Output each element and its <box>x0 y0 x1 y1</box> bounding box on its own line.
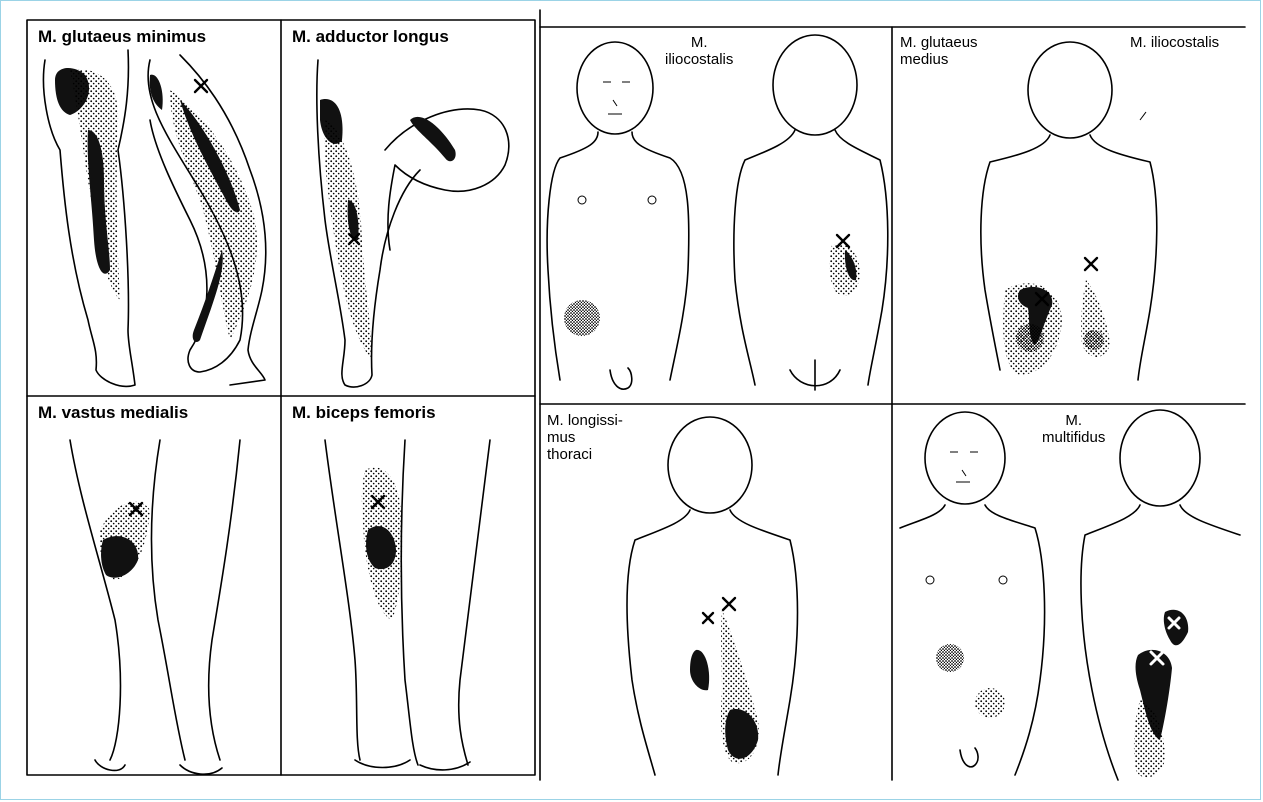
torso-front-outline <box>547 132 689 380</box>
pain-zone-stipple <box>324 120 372 360</box>
biceps-femoris-figure <box>325 440 490 770</box>
leg-outline <box>151 440 185 760</box>
iliocostalis-figure <box>547 35 888 390</box>
head-outline <box>577 42 653 134</box>
pain-zone-stipple <box>564 300 600 336</box>
genitals-outline <box>610 368 632 389</box>
trigger-point-x <box>703 613 713 623</box>
trigger-point-x <box>723 598 735 610</box>
pain-zone-stipple <box>1016 324 1044 352</box>
pain-zone-stipple <box>1084 330 1104 350</box>
pain-zone-dark <box>410 117 456 161</box>
label-biceps-femoris: M. biceps femoris <box>292 403 436 422</box>
head-outline <box>1120 410 1200 506</box>
trigger-point-x <box>1085 258 1097 270</box>
pain-zone-dark <box>193 250 223 342</box>
glutaeus-minimus-figure <box>43 50 265 386</box>
head-outline <box>1028 42 1112 138</box>
adductor-longus-figure <box>317 60 509 387</box>
longissimus-figure <box>627 417 797 775</box>
feet-outline <box>355 760 470 770</box>
pain-zone-stipple <box>170 90 257 340</box>
pain-zone-dark <box>1164 610 1188 646</box>
label-glutaeus-medius: M. glutaeus medius <box>900 34 978 68</box>
leg-outline <box>209 440 240 760</box>
label-iliocostalis-back: M. iliocostalis <box>1130 34 1219 51</box>
head-outline <box>925 412 1005 504</box>
buttocks-outline <box>790 360 840 390</box>
leg-outline <box>401 440 418 765</box>
nipple <box>926 576 934 584</box>
nipple <box>578 196 586 204</box>
genitals-outline <box>960 748 978 767</box>
leg-outline <box>459 440 490 765</box>
multifidus-figure <box>900 410 1240 780</box>
trigger-point-x <box>195 80 207 92</box>
face-features <box>603 82 630 114</box>
face-features <box>950 452 978 482</box>
glutaeus-medius-figure <box>981 42 1157 380</box>
label-multifidus: M. multifidus <box>1042 412 1105 446</box>
vastus-medialis-figure <box>70 440 240 774</box>
leg-outline <box>325 440 360 760</box>
pain-zone-stipple <box>936 644 964 672</box>
label-iliocostalis-front: M. iliocostalis <box>665 34 733 68</box>
nipple <box>999 576 1007 584</box>
head-outline <box>773 35 857 135</box>
torso-back-outline <box>627 510 797 775</box>
leg-outline <box>70 440 120 760</box>
label-adductor-longus: M. adductor longus <box>292 27 449 46</box>
label-vastus-medialis: M. vastus medialis <box>38 403 188 422</box>
torso-back-outline <box>734 130 888 385</box>
feet-outline <box>95 760 222 774</box>
label-longissimus: M. longissi- mus thoraci <box>547 412 623 463</box>
head-outline <box>668 417 752 513</box>
pain-zone-stipple <box>975 688 1005 718</box>
pain-zone-dark <box>150 75 163 110</box>
label-glutaeus-minimus: M. glutaeus minimus <box>38 27 206 46</box>
raised-leg-outline <box>385 109 509 250</box>
stray-mark <box>1140 112 1146 120</box>
nipple <box>648 196 656 204</box>
torso-front-outline <box>900 505 1045 775</box>
pain-zone-dark <box>690 650 709 690</box>
